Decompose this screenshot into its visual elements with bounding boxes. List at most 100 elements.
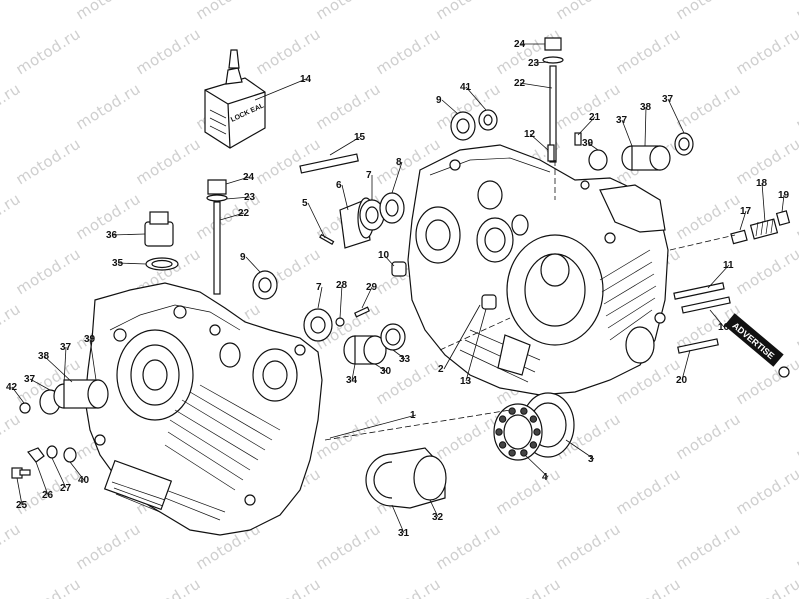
leader-line xyxy=(219,212,245,221)
bearing-7-left xyxy=(303,308,333,342)
watermark-text: motod.ru xyxy=(193,0,264,23)
watermark-text: motod.ru xyxy=(793,520,799,574)
leader-line xyxy=(51,457,67,489)
leader-line xyxy=(69,461,85,481)
dowel-bushings-10 xyxy=(391,261,497,310)
watermark-text: motod.ru xyxy=(253,135,324,189)
callout-number: 21 xyxy=(589,112,601,123)
callout-number: 24 xyxy=(514,39,526,50)
leader-line xyxy=(565,439,595,460)
watermark-text: motod.ru xyxy=(553,80,624,134)
right-crankcase-half xyxy=(407,144,669,396)
watermark-text: motod.ru xyxy=(133,575,204,599)
watermark-text: motod.ru xyxy=(793,0,799,23)
small-fasteners-left xyxy=(11,402,77,479)
callout-number: 41 xyxy=(460,82,472,93)
callout-number: 11 xyxy=(723,260,734,271)
advertise-tag: ADVERTISE xyxy=(724,313,784,367)
leader-line xyxy=(392,349,406,360)
watermark-text: motod.ru xyxy=(733,465,799,519)
leader-line xyxy=(16,477,23,506)
watermark-text: motod.ru xyxy=(13,245,84,299)
leader-line xyxy=(341,184,349,211)
callout-number: 10 xyxy=(378,250,390,261)
callout-number: 19 xyxy=(778,190,790,201)
watermark-text: motod.ru xyxy=(673,0,744,23)
callout-number: 9 xyxy=(240,252,246,263)
leader-line xyxy=(43,355,73,383)
roller-ball xyxy=(529,441,538,449)
leader-line xyxy=(761,182,766,223)
roller-ball xyxy=(520,407,528,415)
leader-line xyxy=(709,309,725,328)
leader-line xyxy=(519,82,553,89)
watermark-text: motod.ru xyxy=(73,0,144,23)
callout-number: 5 xyxy=(302,198,308,209)
leader-line xyxy=(361,286,373,309)
callout-number: 2 xyxy=(438,364,444,375)
roller-ball xyxy=(529,415,538,423)
callout-number: 37 xyxy=(24,374,36,385)
callout-number: 7 xyxy=(316,282,322,293)
watermark-text: motod.ru xyxy=(0,410,24,464)
callout-number: 28 xyxy=(336,280,348,291)
callout-number: 23 xyxy=(244,192,256,203)
pin-21 xyxy=(574,132,582,146)
callout-number: 39 xyxy=(582,138,594,149)
bearing-set-right xyxy=(588,132,694,171)
callout-number: 18 xyxy=(756,178,768,189)
watermark-text: motod.ru xyxy=(373,25,444,79)
leader-line xyxy=(707,264,730,289)
leader-line xyxy=(89,338,97,381)
leader-line xyxy=(441,99,459,115)
watermark-text: motod.ru xyxy=(613,465,684,519)
stud-left xyxy=(206,179,228,295)
leader-line xyxy=(739,210,747,231)
watermark-text: motod.ru xyxy=(433,410,504,464)
callout-number: 14 xyxy=(300,74,312,85)
callout-number: 9 xyxy=(436,95,442,106)
tag-ring xyxy=(778,366,790,378)
leader-line xyxy=(667,98,685,134)
leader-line xyxy=(524,454,549,478)
leader-line xyxy=(29,378,51,391)
watermark-text: motod.ru xyxy=(313,0,384,23)
callout-number: 12 xyxy=(524,129,536,140)
watermark-text: motod.ru xyxy=(253,25,324,79)
advertise-text: ADVERTISE xyxy=(730,320,776,361)
callout-number: 32 xyxy=(432,512,444,523)
watermark-text: motod.ru xyxy=(733,25,799,79)
oil-seal-right xyxy=(450,109,498,141)
roller-ball xyxy=(498,415,507,423)
leader-line xyxy=(307,202,326,239)
dowel-12 xyxy=(547,144,555,162)
callout-number: 35 xyxy=(112,258,124,269)
roller-ball xyxy=(508,449,516,457)
assembly-axes xyxy=(324,160,736,441)
leader-line xyxy=(529,133,549,151)
roller-ball xyxy=(520,449,528,457)
callout-number: 38 xyxy=(640,102,652,113)
watermark-text: motod.ru xyxy=(673,410,744,464)
callout-number: 30 xyxy=(380,366,392,377)
callout-number: 17 xyxy=(740,206,752,217)
leader-line xyxy=(317,286,323,309)
leader-line xyxy=(644,106,647,147)
oil-seal-left xyxy=(252,270,278,300)
watermark-text: motod.ru xyxy=(133,135,204,189)
callout-number: 13 xyxy=(460,376,472,387)
callout-number: 37 xyxy=(662,94,674,105)
leader-line xyxy=(329,414,417,439)
callout-number: 16 xyxy=(718,322,730,333)
leader-line xyxy=(621,119,633,147)
leader-line xyxy=(465,308,487,382)
callout-number: 36 xyxy=(106,230,118,241)
watermark-text: motod.ru xyxy=(553,0,624,23)
leader-lines xyxy=(11,43,785,534)
watermark-text: motod.ru xyxy=(793,190,799,244)
callout-number: 39 xyxy=(84,334,96,345)
leader-line xyxy=(111,233,146,236)
leader-line xyxy=(11,386,25,404)
